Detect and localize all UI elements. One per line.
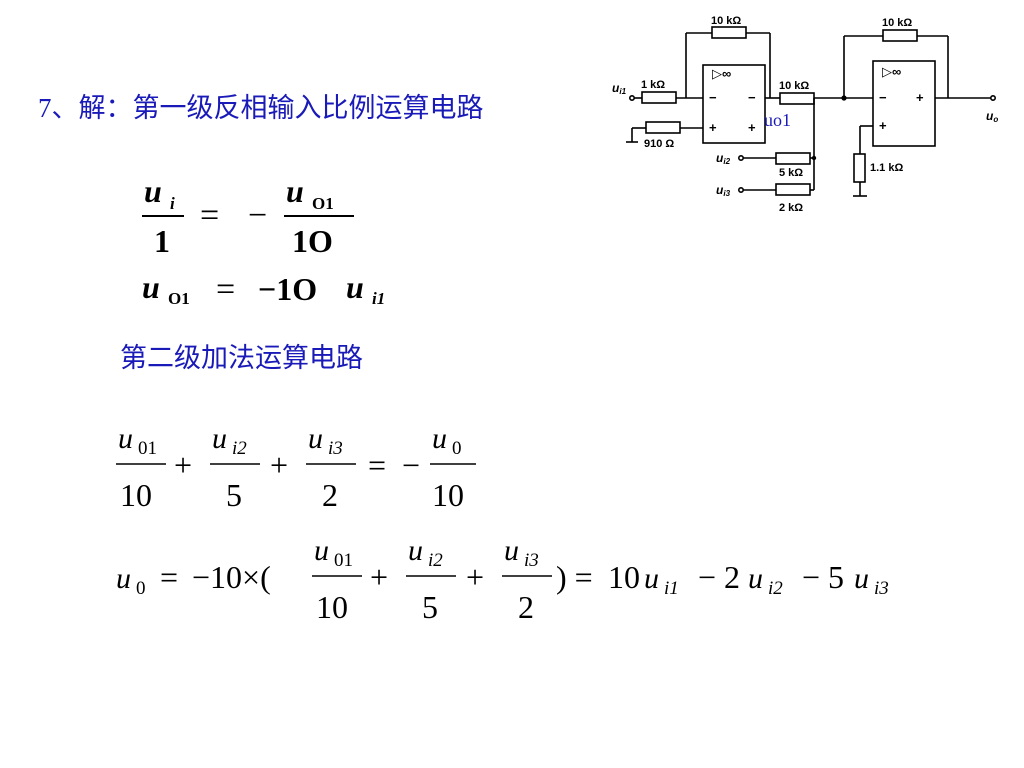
equation-stage1-ratio: u i 1 = − u O1 1O: [142, 173, 354, 259]
svg-text:2: 2: [322, 477, 338, 513]
svg-text:O1: O1: [312, 194, 334, 213]
op-amp-2: [872, 60, 936, 147]
svg-text:=: =: [216, 271, 235, 308]
uo1-annotation: uo1: [764, 110, 791, 130]
svg-text:u: u: [748, 562, 763, 595]
svg-text:0: 0: [136, 578, 146, 599]
svg-text:−: −: [402, 447, 420, 483]
svg-text:u: u: [118, 422, 133, 455]
op1-plus: +: [709, 120, 717, 135]
svg-text:5: 5: [226, 477, 242, 513]
svg-text:10: 10: [608, 559, 640, 595]
op1-plus-right: +: [748, 120, 756, 135]
resistor-5k: [775, 152, 811, 165]
label-rf1: 10 kΩ: [711, 15, 741, 27]
svg-text:u: u: [308, 422, 323, 455]
svg-text:1: 1: [154, 223, 170, 259]
stage2-title: 第二级加法运算电路: [120, 343, 363, 373]
resistor-feedback-10k-1: [711, 26, 747, 39]
svg-text:1O: 1O: [292, 223, 333, 259]
svg-text:i3: i3: [874, 578, 889, 599]
label-r1: 1 kΩ: [641, 79, 665, 91]
equation-stage1-output: u O1 = −1O u i1: [142, 269, 385, 308]
resistor-1k: [641, 91, 677, 104]
svg-text:10: 10: [120, 477, 152, 513]
resistor-910: [645, 121, 681, 134]
op-amp-2-symbol: ▷∞: [882, 64, 901, 79]
solution-number: 7、解：: [38, 93, 133, 123]
svg-text:u: u: [144, 173, 162, 209]
svg-text:i1: i1: [372, 289, 385, 308]
op2-plus-right: +: [916, 90, 924, 105]
svg-text:u: u: [644, 562, 659, 595]
svg-text:+: +: [466, 559, 484, 595]
resistor-2k: [775, 183, 811, 196]
label-ui2: ui2: [716, 151, 731, 166]
svg-text:u: u: [212, 422, 227, 455]
label-rp: 910 Ω: [644, 138, 674, 150]
svg-text:u: u: [314, 534, 329, 567]
svg-text:− 5: − 5: [802, 559, 844, 595]
svg-text:u: u: [142, 269, 160, 305]
svg-text:=: =: [368, 447, 386, 483]
svg-text:i3: i3: [524, 550, 539, 571]
resistor-feedback-10k-2: [882, 29, 918, 42]
svg-text:01: 01: [138, 438, 157, 459]
equation-summing-relation: u 01 10 + u i2 5 + u i3 2 = − u 0 10: [116, 422, 476, 513]
op2-plus: +: [879, 118, 887, 133]
label-ri3: 2 kΩ: [779, 202, 803, 214]
label-rmid: 10 kΩ: [779, 80, 809, 92]
svg-text:5: 5: [422, 589, 438, 625]
label-rp2: 1.1 kΩ: [870, 162, 903, 174]
svg-text:u: u: [286, 173, 304, 209]
label-ui1: ui1: [612, 81, 627, 96]
svg-text:O1: O1: [168, 289, 190, 308]
svg-text:=: =: [160, 559, 178, 595]
svg-text:2: 2: [518, 589, 534, 625]
op-amp-1-symbol: ▷∞: [712, 66, 731, 81]
svg-text:−: −: [248, 197, 267, 234]
svg-text:i2: i2: [428, 550, 443, 571]
label-ri2: 5 kΩ: [779, 167, 803, 179]
svg-text:u: u: [504, 534, 519, 567]
svg-text:i1: i1: [664, 578, 679, 599]
label-rf2: 10 kΩ: [882, 17, 912, 29]
svg-text:+: +: [270, 447, 288, 483]
svg-text:i: i: [170, 194, 175, 213]
op-amp-1: [702, 64, 766, 144]
op1-minus: −: [709, 90, 717, 105]
equation-final-output: u 0 = −10×( u 01 10 + u i2 5 + u i3 2 ) …: [116, 534, 889, 625]
circuit-diagram: 10 kΩ 10 kΩ 1 kΩ 10 kΩ 910 Ω 5 kΩ 2 kΩ 1…: [612, 15, 998, 214]
svg-text:) =: ) =: [556, 559, 593, 595]
svg-text:u: u: [854, 562, 869, 595]
label-uo: uo: [986, 109, 998, 124]
svg-text:i2: i2: [768, 578, 783, 599]
svg-text:01: 01: [334, 550, 353, 571]
slide-heading: 7、解：第一级反相输入比例运算电路: [38, 86, 484, 125]
label-ui3: ui3: [716, 183, 731, 198]
svg-text:i3: i3: [328, 438, 343, 459]
svg-text:+: +: [174, 447, 192, 483]
svg-text:+: +: [370, 559, 388, 595]
resistor-10k-mid: [779, 92, 815, 105]
svg-text:10: 10: [316, 589, 348, 625]
stage1-title: 第一级反相输入比例运算电路: [132, 93, 484, 123]
resistor-1-1k: [853, 153, 866, 183]
svg-text:=: =: [200, 197, 219, 234]
svg-text:u: u: [408, 534, 423, 567]
svg-text:i2: i2: [232, 438, 247, 459]
svg-text:u: u: [116, 562, 131, 595]
svg-text:u: u: [346, 269, 364, 305]
svg-text:10: 10: [432, 477, 464, 513]
op1-minus-right: −: [748, 90, 756, 105]
svg-text:−10×(: −10×(: [192, 559, 271, 595]
svg-text:−1O: −1O: [258, 271, 317, 307]
op2-minus: −: [879, 90, 887, 105]
svg-text:u: u: [432, 422, 447, 455]
svg-text:− 2: − 2: [698, 559, 740, 595]
svg-text:0: 0: [452, 438, 462, 459]
